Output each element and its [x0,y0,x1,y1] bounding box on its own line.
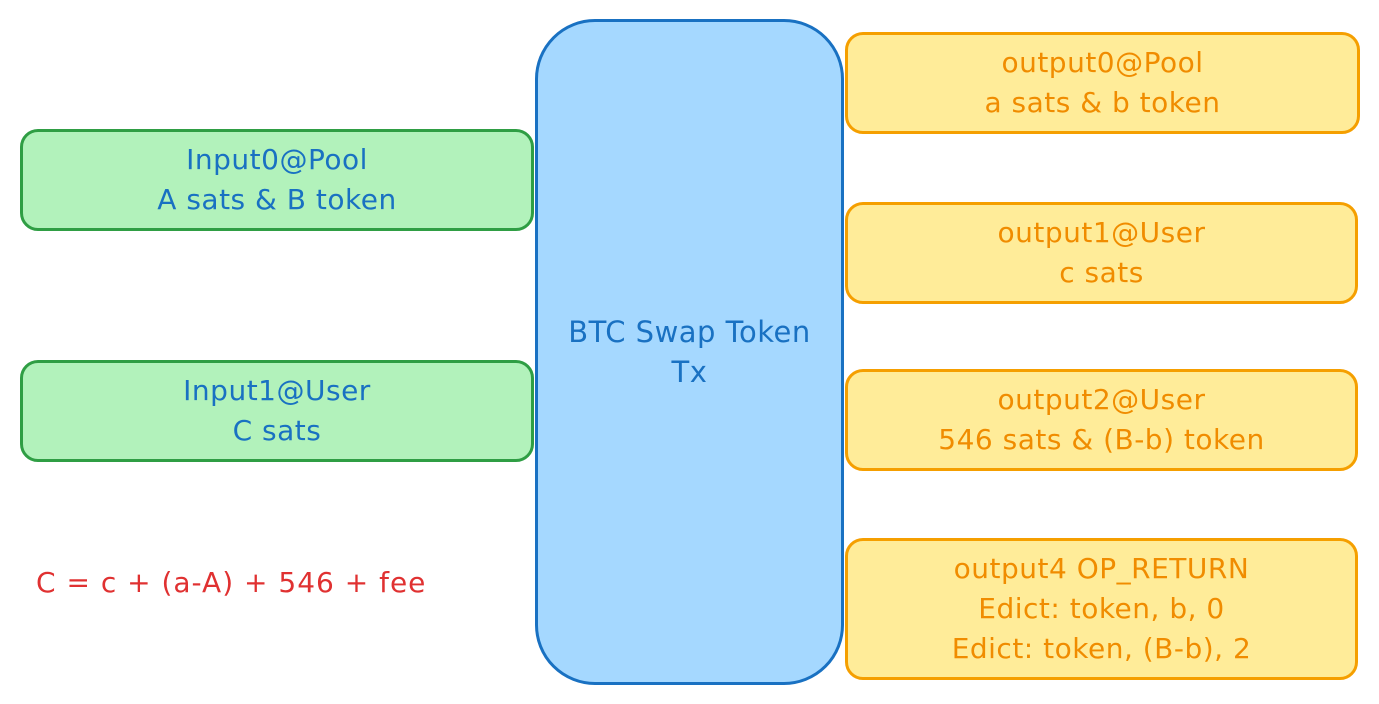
output2-amount: 546 sats & (B-b) token [938,423,1265,456]
output1-amount: c sats [1059,256,1144,289]
output4-op-return-box: output4 OP_RETURN Edict: token, b, 0 Edi… [845,538,1358,680]
input1-title: Input1@User [183,374,371,407]
transaction-title: BTC Swap Token [568,315,811,349]
input1-user-box: Input1@User C sats [20,360,534,462]
output4-edict-2: Edict: token, (B-b), 2 [951,632,1252,665]
output4-title: output4 OP_RETURN [953,552,1250,585]
fee-formula: C = c + (a-A) + 546 + fee [36,566,427,599]
input0-amount: A sats & B token [157,183,397,216]
output1-title: output1@User [997,216,1206,249]
input0-pool-box: Input0@Pool A sats & B token [20,129,534,231]
output2-user-box: output2@User 546 sats & (B-b) token [845,369,1358,471]
input1-amount: C sats [232,414,322,447]
output2-title: output2@User [997,383,1206,416]
output4-edict-1: Edict: token, b, 0 [978,592,1225,625]
swap-transaction-box: BTC Swap Token Tx [535,19,844,685]
output0-title: output0@Pool [1001,46,1204,79]
output0-pool-box: output0@Pool a sats & b token [845,32,1360,134]
output0-amount: a sats & b token [984,86,1221,119]
transaction-subtitle: Tx [671,355,708,389]
input0-title: Input0@Pool [186,143,368,176]
output1-user-box: output1@User c sats [845,202,1358,304]
